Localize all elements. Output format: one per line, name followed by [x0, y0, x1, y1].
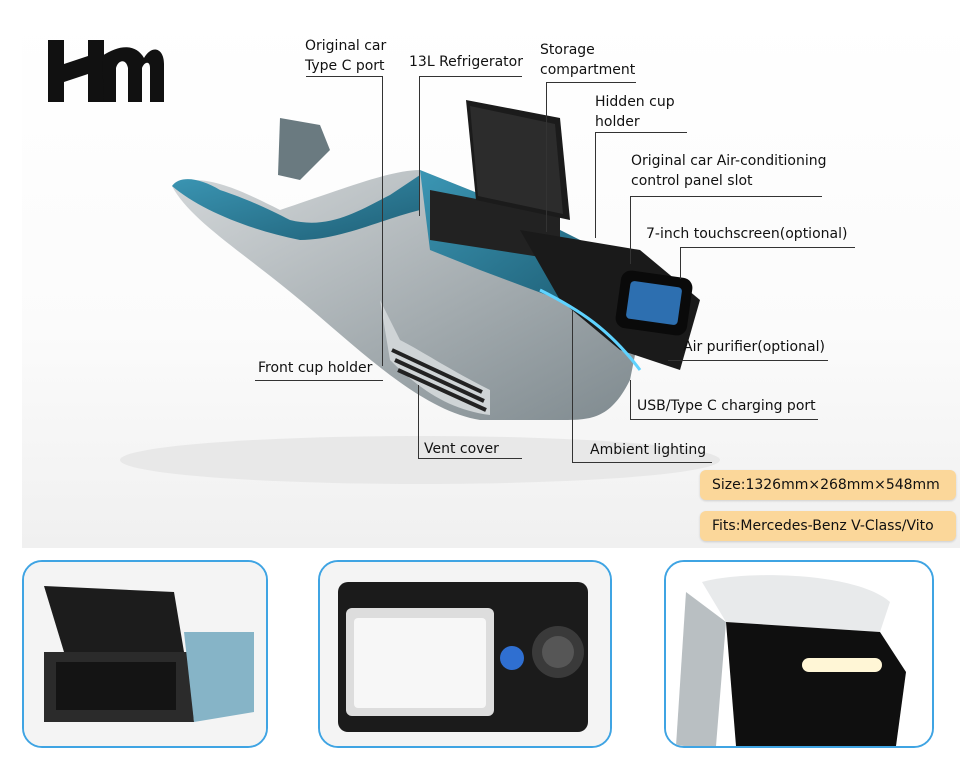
label-ambient: Ambient lighting — [590, 442, 707, 458]
leader-usb-port-v — [630, 380, 631, 420]
leader-hidden-cup-v — [595, 132, 596, 238]
leader-type-c-port — [306, 76, 382, 77]
size-spec-badge: Size:1326mm×268mm×548mm — [700, 470, 956, 500]
thumb-storage-open — [22, 560, 268, 748]
leader-hidden-cup — [595, 132, 687, 133]
leader-ac-panel — [630, 196, 822, 197]
leader-storage-v — [546, 82, 547, 232]
label-front-cup: Front cup holder — [258, 360, 373, 376]
leader-refrigerator-v — [419, 76, 420, 216]
label-air-purifier: Air purifier(optional) — [683, 339, 825, 355]
leader-vent-cover — [418, 458, 522, 459]
label-touchscreen: 7-inch touchscreen(optional) — [646, 226, 848, 242]
thumb-refrigerator — [318, 560, 612, 748]
label-usb-port: USB/Type C charging port — [637, 398, 816, 414]
label-ac-panel: Original car Air-conditioning control pa… — [631, 153, 827, 189]
leader-usb-port — [630, 419, 818, 420]
fits-spec-badge: Fits:Mercedes-Benz V-Class/Vito — [700, 511, 956, 541]
label-vent-cover: Vent cover — [424, 441, 499, 457]
leader-front-cup — [255, 380, 383, 381]
leader-refrigerator — [419, 76, 522, 77]
leader-touchscreen-v — [680, 247, 681, 279]
leader-ambient-v — [572, 310, 573, 462]
thumb-armrest — [664, 560, 934, 748]
leader-touchscreen — [680, 247, 855, 248]
label-storage: Storage compartment — [540, 42, 636, 78]
center-console-illustration — [120, 100, 720, 484]
leader-vent-cover-v — [418, 385, 419, 459]
leader-type-c-port-v — [382, 76, 383, 366]
label-type-c-port: Original car Type C port — [305, 38, 387, 74]
hm-logo — [48, 40, 164, 102]
label-refrigerator: 13L Refrigerator — [409, 54, 523, 70]
leader-ambient — [572, 462, 712, 463]
leader-air-purifier — [668, 360, 828, 361]
leader-ac-panel-v — [630, 196, 631, 264]
label-hidden-cup: Hidden cup holder — [595, 94, 675, 130]
leader-storage — [546, 82, 636, 83]
